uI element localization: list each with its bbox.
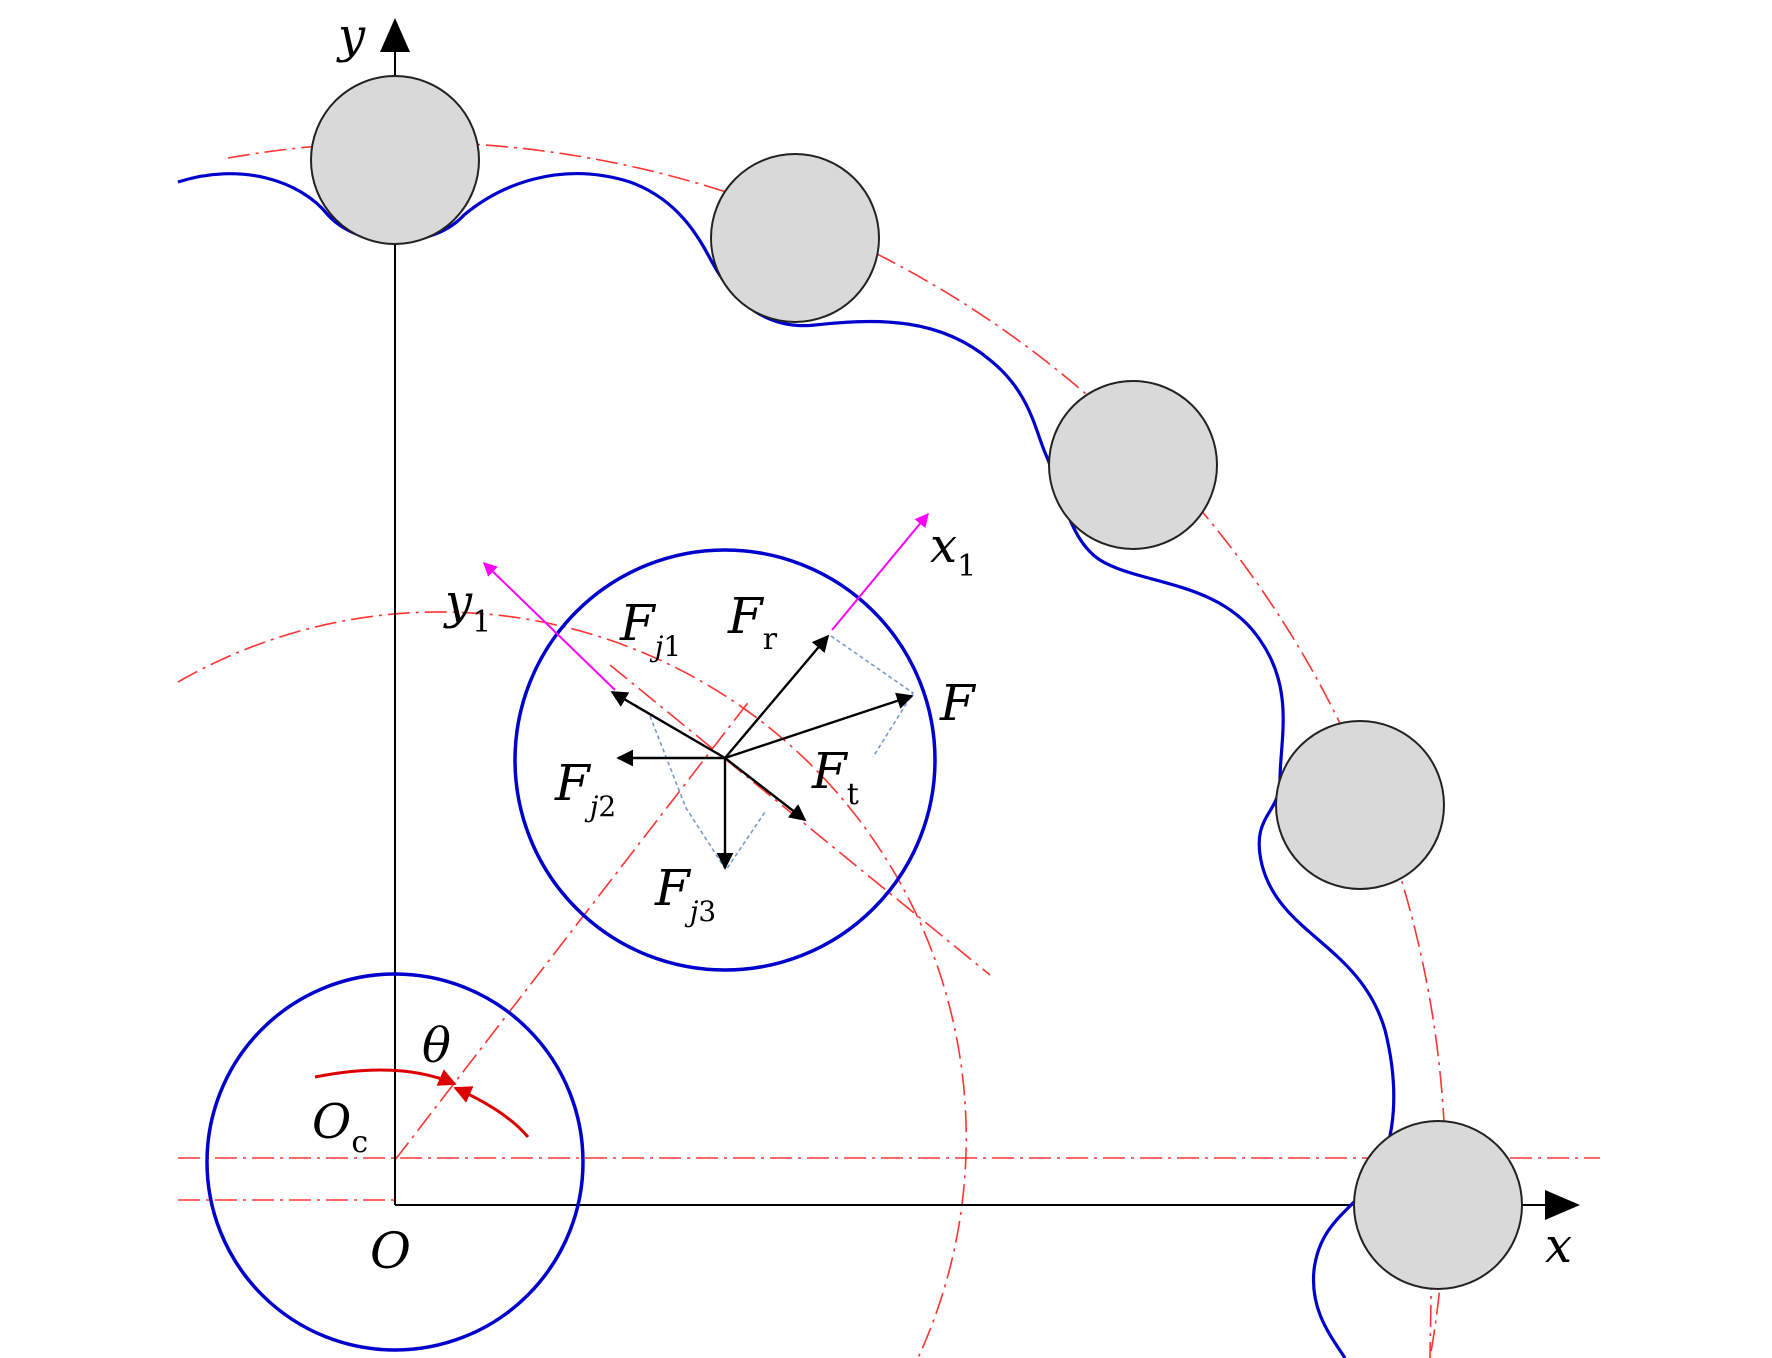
roller-3 bbox=[1048, 380, 1218, 550]
force-Fj1-arrow bbox=[610, 690, 726, 760]
roller-1 bbox=[310, 75, 480, 245]
x-axis-arrowhead bbox=[1545, 1190, 1580, 1220]
local-axes bbox=[482, 512, 929, 691]
force-parallelogram bbox=[649, 635, 915, 872]
rotation-arrow-icon bbox=[314, 1068, 530, 1138]
pitch-circle-inner bbox=[177, 611, 968, 1358]
roller-5 bbox=[1353, 1120, 1523, 1290]
origin-label: O bbox=[370, 1222, 411, 1280]
planet-circle bbox=[513, 548, 937, 972]
rollers bbox=[310, 75, 1523, 1290]
local-x1-label: x1 bbox=[930, 518, 976, 584]
force-F-label: F bbox=[939, 674, 977, 732]
local-y1-label: y1 bbox=[443, 574, 491, 640]
force-Ft-label: Ft bbox=[811, 742, 859, 812]
force-Fr-label: Fr bbox=[727, 587, 778, 657]
force-Fj2-label: Fj2 bbox=[554, 754, 616, 823]
force-F-arrow bbox=[724, 692, 914, 760]
pitch-circle-outer bbox=[227, 141, 1447, 1358]
force-Fr-arrow bbox=[724, 634, 830, 759]
x-axis-label: x bbox=[1545, 1218, 1572, 1274]
force-Ft-arrow bbox=[724, 757, 807, 822]
cycloid-gear-profile bbox=[177, 172, 1396, 1358]
y-axis-label: y bbox=[336, 8, 366, 64]
crank-circle bbox=[205, 972, 585, 1352]
local-x1-axis bbox=[831, 512, 929, 631]
coordinate-axes bbox=[380, 18, 1580, 1220]
roller-2 bbox=[710, 153, 880, 323]
tangent-centerline bbox=[609, 664, 991, 976]
y-axis-arrowhead bbox=[380, 18, 410, 52]
crank-center-label: Oc bbox=[312, 1094, 368, 1160]
force-vectors bbox=[610, 634, 914, 870]
angle-theta-label: θ bbox=[422, 1018, 451, 1074]
radial-centerline bbox=[394, 699, 751, 1161]
roller-4 bbox=[1275, 720, 1445, 890]
local-y1-axis bbox=[482, 562, 616, 691]
force-Fj1-label: Fj1 bbox=[619, 594, 681, 663]
force-Fj3-label: Fj3 bbox=[654, 859, 716, 928]
